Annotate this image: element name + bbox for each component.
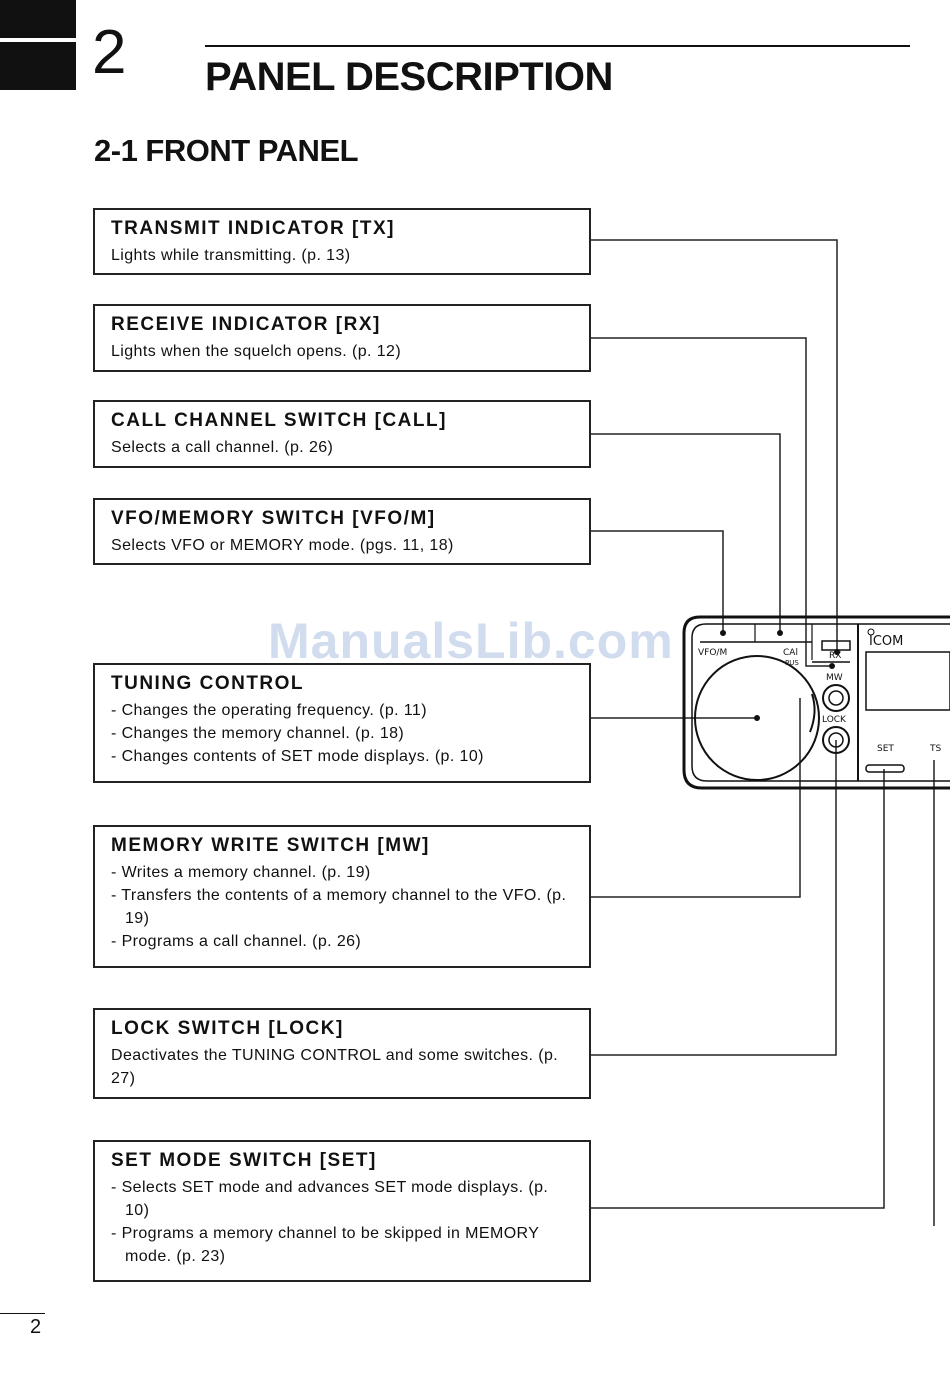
list-item: Selects SET mode and advances SET mode d…: [111, 1176, 573, 1222]
list-item: Changes the operating frequency. (p. 11): [111, 699, 573, 722]
callout-vfo-memory-switch: VFO/MEMORY SWITCH [VFO/M] Selects VFO or…: [93, 498, 591, 565]
callout-text: Selects a call channel. (p. 26): [111, 439, 334, 456]
callout-list: Changes the operating frequency. (p. 11)…: [111, 699, 573, 768]
chapter-title: PANEL DESCRIPTION: [205, 55, 613, 99]
callout-title: TRANSMIT INDICATOR [TX]: [111, 218, 395, 239]
callout-text: Lights when the squelch opens. (p. 12): [111, 343, 402, 360]
callout-title: MEMORY WRITE SWITCH [MW]: [111, 835, 430, 856]
panel-label-ts: TS: [930, 744, 942, 754]
list-item: Writes a memory channel. (p. 19): [111, 861, 573, 884]
callout-text: Deactivates the TUNING CONTROL and some …: [111, 1047, 559, 1087]
panel-label-lock: LOCK: [822, 715, 846, 725]
callout-title: RECEIVE INDICATOR [RX]: [111, 314, 381, 335]
callout-text: Lights while transmitting. (p. 13): [111, 247, 351, 264]
callout-tuning-control: TUNING CONTROL Changes the operating fre…: [93, 663, 591, 783]
callout-lock-switch: LOCK SWITCH [LOCK] Deactivates the TUNIN…: [93, 1008, 591, 1099]
callout-call-channel-switch: CALL CHANNEL SWITCH [CALL] Selects a cal…: [93, 400, 591, 468]
panel-label-vfo-m: VFO/M: [698, 648, 728, 658]
list-item: Changes contents of SET mode displays. (…: [111, 745, 573, 768]
chapter-rule: [205, 45, 910, 47]
panel-label-set: SET: [877, 744, 894, 754]
panel-label-call: CAl: [783, 648, 798, 658]
watermark: ManualsLib.com: [268, 613, 674, 669]
chapter-number: 2: [92, 18, 127, 87]
callout-set-mode-switch: SET MODE SWITCH [SET] Selects SET mode a…: [93, 1140, 591, 1282]
list-item: Transfers the contents of a memory chann…: [111, 884, 573, 930]
list-item: Programs a memory channel to be skipped …: [111, 1222, 573, 1268]
section-title: 2-1 FRONT PANEL: [94, 133, 359, 168]
callout-memory-write-switch: MEMORY WRITE SWITCH [MW] Writes a memory…: [93, 825, 591, 968]
panel-label-mw: MW: [826, 673, 843, 683]
footer-rule: [0, 1313, 45, 1314]
panel-label-push: PUS: [785, 659, 799, 667]
callout-title: VFO/MEMORY SWITCH [VFO/M]: [111, 508, 436, 529]
panel-label-icom: ICOM: [869, 634, 904, 649]
list-item: Changes the memory channel. (p. 18): [111, 722, 573, 745]
page-number: 2: [30, 1316, 42, 1338]
callout-transmit-indicator: TRANSMIT INDICATOR [TX] Lights while tra…: [93, 208, 591, 275]
chapter-tab-marker: [0, 0, 76, 90]
list-item: Programs a call channel. (p. 26): [111, 930, 573, 953]
callout-list: Selects SET mode and advances SET mode d…: [111, 1176, 573, 1268]
panel-label-rx: RX: [829, 651, 842, 661]
callout-text: Selects VFO or MEMORY mode. (pgs. 11, 18…: [111, 537, 454, 554]
callout-title: CALL CHANNEL SWITCH [CALL]: [111, 410, 447, 431]
callout-title: LOCK SWITCH [LOCK]: [111, 1018, 344, 1039]
callout-title: TUNING CONTROL: [111, 673, 305, 694]
callout-list: Writes a memory channel. (p. 19) Transfe…: [111, 861, 573, 953]
callout-receive-indicator: RECEIVE INDICATOR [RX] Lights when the s…: [93, 304, 591, 372]
callout-title: SET MODE SWITCH [SET]: [111, 1150, 377, 1171]
